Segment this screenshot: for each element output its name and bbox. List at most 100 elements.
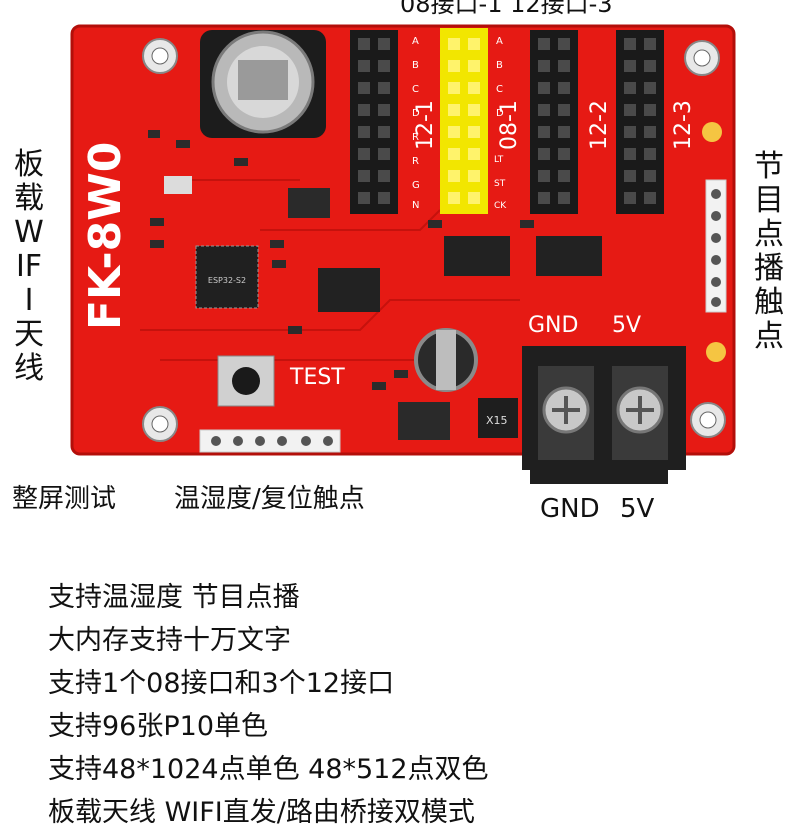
port-label: 08-1	[497, 100, 522, 150]
caption-temp-reset: 温湿度/复位触点	[174, 484, 365, 514]
board-model-label: FK-8W0	[80, 142, 131, 330]
header-pin	[448, 38, 460, 50]
feature-item: 支持温湿度 节目点播	[48, 582, 300, 613]
pin-letter: D	[496, 108, 504, 119]
pin-letter: ST	[494, 179, 506, 189]
header-pin	[624, 60, 636, 72]
header-pin	[644, 192, 656, 204]
feature-item: 支持1个08接口和3个12接口	[48, 668, 395, 699]
caption-5v: 5V	[620, 494, 655, 524]
pin-letter: LT	[494, 155, 504, 165]
pin-letter: G	[412, 180, 420, 191]
smd-parts	[148, 130, 534, 390]
header-pin	[468, 82, 480, 94]
test-button	[217, 355, 275, 407]
header-pin	[538, 104, 550, 116]
header-12-2	[530, 30, 578, 214]
pin-letter: A	[412, 36, 419, 47]
gnd-silkscreen: GND	[528, 313, 578, 338]
header-pin	[644, 148, 656, 160]
header-pins	[358, 38, 656, 204]
header-pin	[644, 82, 656, 94]
header-pin	[558, 148, 570, 160]
header-pin	[644, 126, 656, 138]
header-pin	[378, 38, 390, 50]
header-pin	[448, 60, 460, 72]
header-pin	[358, 148, 370, 160]
header-pin	[448, 126, 460, 138]
header-pin	[358, 170, 370, 182]
header-pin	[468, 148, 480, 160]
pin-letter: D	[412, 108, 420, 119]
header-08-1	[440, 28, 488, 214]
header-pin	[448, 170, 460, 182]
header-pin	[558, 170, 570, 182]
pin-letter: N	[412, 200, 419, 211]
ic-driver-1	[444, 236, 510, 276]
header-pin	[448, 148, 460, 160]
brand-logo-icon	[702, 122, 722, 142]
header-pin	[378, 82, 390, 94]
ic-eeprom	[318, 268, 380, 312]
header-pin	[624, 192, 636, 204]
v5-silkscreen: 5V	[612, 313, 641, 338]
wifi-antenna-label: 板载WIFI天线	[14, 147, 44, 386]
pin-letter: R	[412, 156, 419, 167]
header-pin	[644, 104, 656, 116]
header-pin	[644, 60, 656, 72]
header-pin	[624, 148, 636, 160]
capacitor	[414, 328, 478, 392]
feature-item: 支持48*1024点单色 48*512点双色	[48, 754, 489, 785]
pin-letter: R	[412, 132, 419, 143]
top-cut-text: 08接口-1 12接口-3	[400, 0, 613, 18]
header-pin	[378, 170, 390, 182]
feature-item: 大内存支持十万文字	[48, 625, 291, 656]
mounting-holes	[142, 38, 726, 442]
pin-letter: CK	[494, 201, 507, 211]
pin-letter: C	[412, 84, 419, 95]
header-pin	[378, 104, 390, 116]
header-pin	[644, 170, 656, 182]
header-pin	[448, 82, 460, 94]
port-label: 12-2	[587, 100, 612, 150]
header-pin	[538, 38, 550, 50]
test-label: TEST	[289, 365, 345, 390]
fuse: X15	[478, 398, 518, 438]
header-pin	[448, 192, 460, 204]
esp-chip: ESP32-S2	[195, 245, 259, 309]
header-pin	[468, 104, 480, 116]
voltage-regulator	[398, 402, 450, 440]
header-pin	[378, 60, 390, 72]
feature-item: 板载天线 WIFI直发/路由桥接双模式	[48, 797, 475, 828]
header-pin	[558, 60, 570, 72]
header-pin	[468, 60, 480, 72]
caption-test: 整屏测试	[12, 484, 117, 514]
program-select-label: 节目点播触点	[754, 149, 784, 354]
header-pin	[358, 104, 370, 116]
feature-item: 支持96张P10单色	[48, 711, 268, 742]
feature-list: 支持温湿度 节目点播 大内存支持十万文字 支持1个08接口和3个12接口 支持9…	[48, 576, 489, 834]
pin-letter: A	[496, 36, 503, 47]
header-pin	[378, 126, 390, 138]
ic-driver-2	[536, 236, 602, 276]
pin-letter: B	[412, 60, 419, 71]
header-pin	[468, 170, 480, 182]
header-pin	[624, 170, 636, 182]
header-pin	[538, 148, 550, 160]
header-pin	[468, 126, 480, 138]
header-pin	[468, 192, 480, 204]
battery-holder	[200, 30, 326, 138]
header-pin	[558, 38, 570, 50]
crystal	[288, 188, 330, 218]
header-pin	[378, 148, 390, 160]
header-12-3	[616, 30, 664, 214]
header-pin	[558, 192, 570, 204]
header-pin	[358, 126, 370, 138]
caption-gnd: GND	[540, 494, 600, 524]
temp-reset-pads	[199, 429, 341, 453]
header-pin	[558, 82, 570, 94]
port-label: 12-1	[413, 100, 438, 150]
header-pin	[358, 82, 370, 94]
control-board: FK-8W0 ESP32-S2 12-1 08-1 12-2 12-3 A B …	[70, 24, 736, 484]
header-pin	[538, 126, 550, 138]
